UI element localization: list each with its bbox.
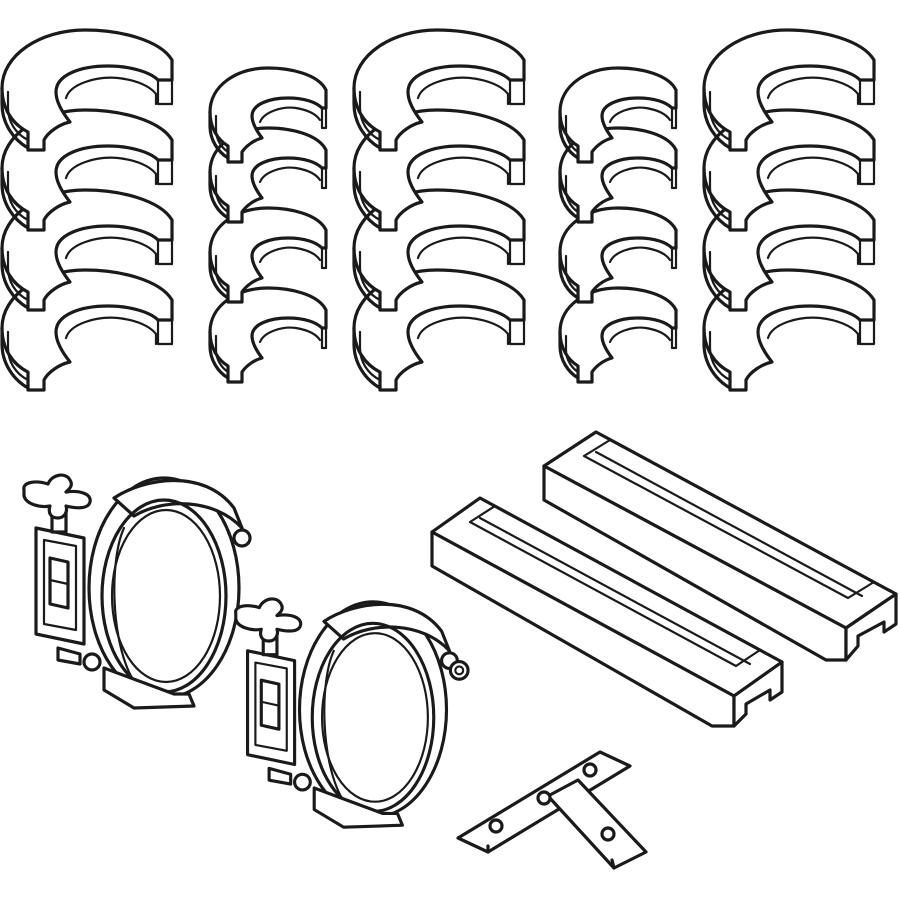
ring-stack-3 xyxy=(352,28,526,392)
hinged-ring-clamp-1 xyxy=(22,473,252,710)
ring-stack-2 xyxy=(208,66,328,384)
ring-stack-1 xyxy=(0,28,174,392)
channel-rail-2 xyxy=(542,430,898,662)
t-connector-plate xyxy=(456,750,648,870)
ring-stack-4 xyxy=(558,66,678,384)
hinged-ring-clamp-2 xyxy=(234,597,470,829)
ring-stack-5 xyxy=(702,28,876,392)
channel-rail-1 xyxy=(430,496,784,728)
